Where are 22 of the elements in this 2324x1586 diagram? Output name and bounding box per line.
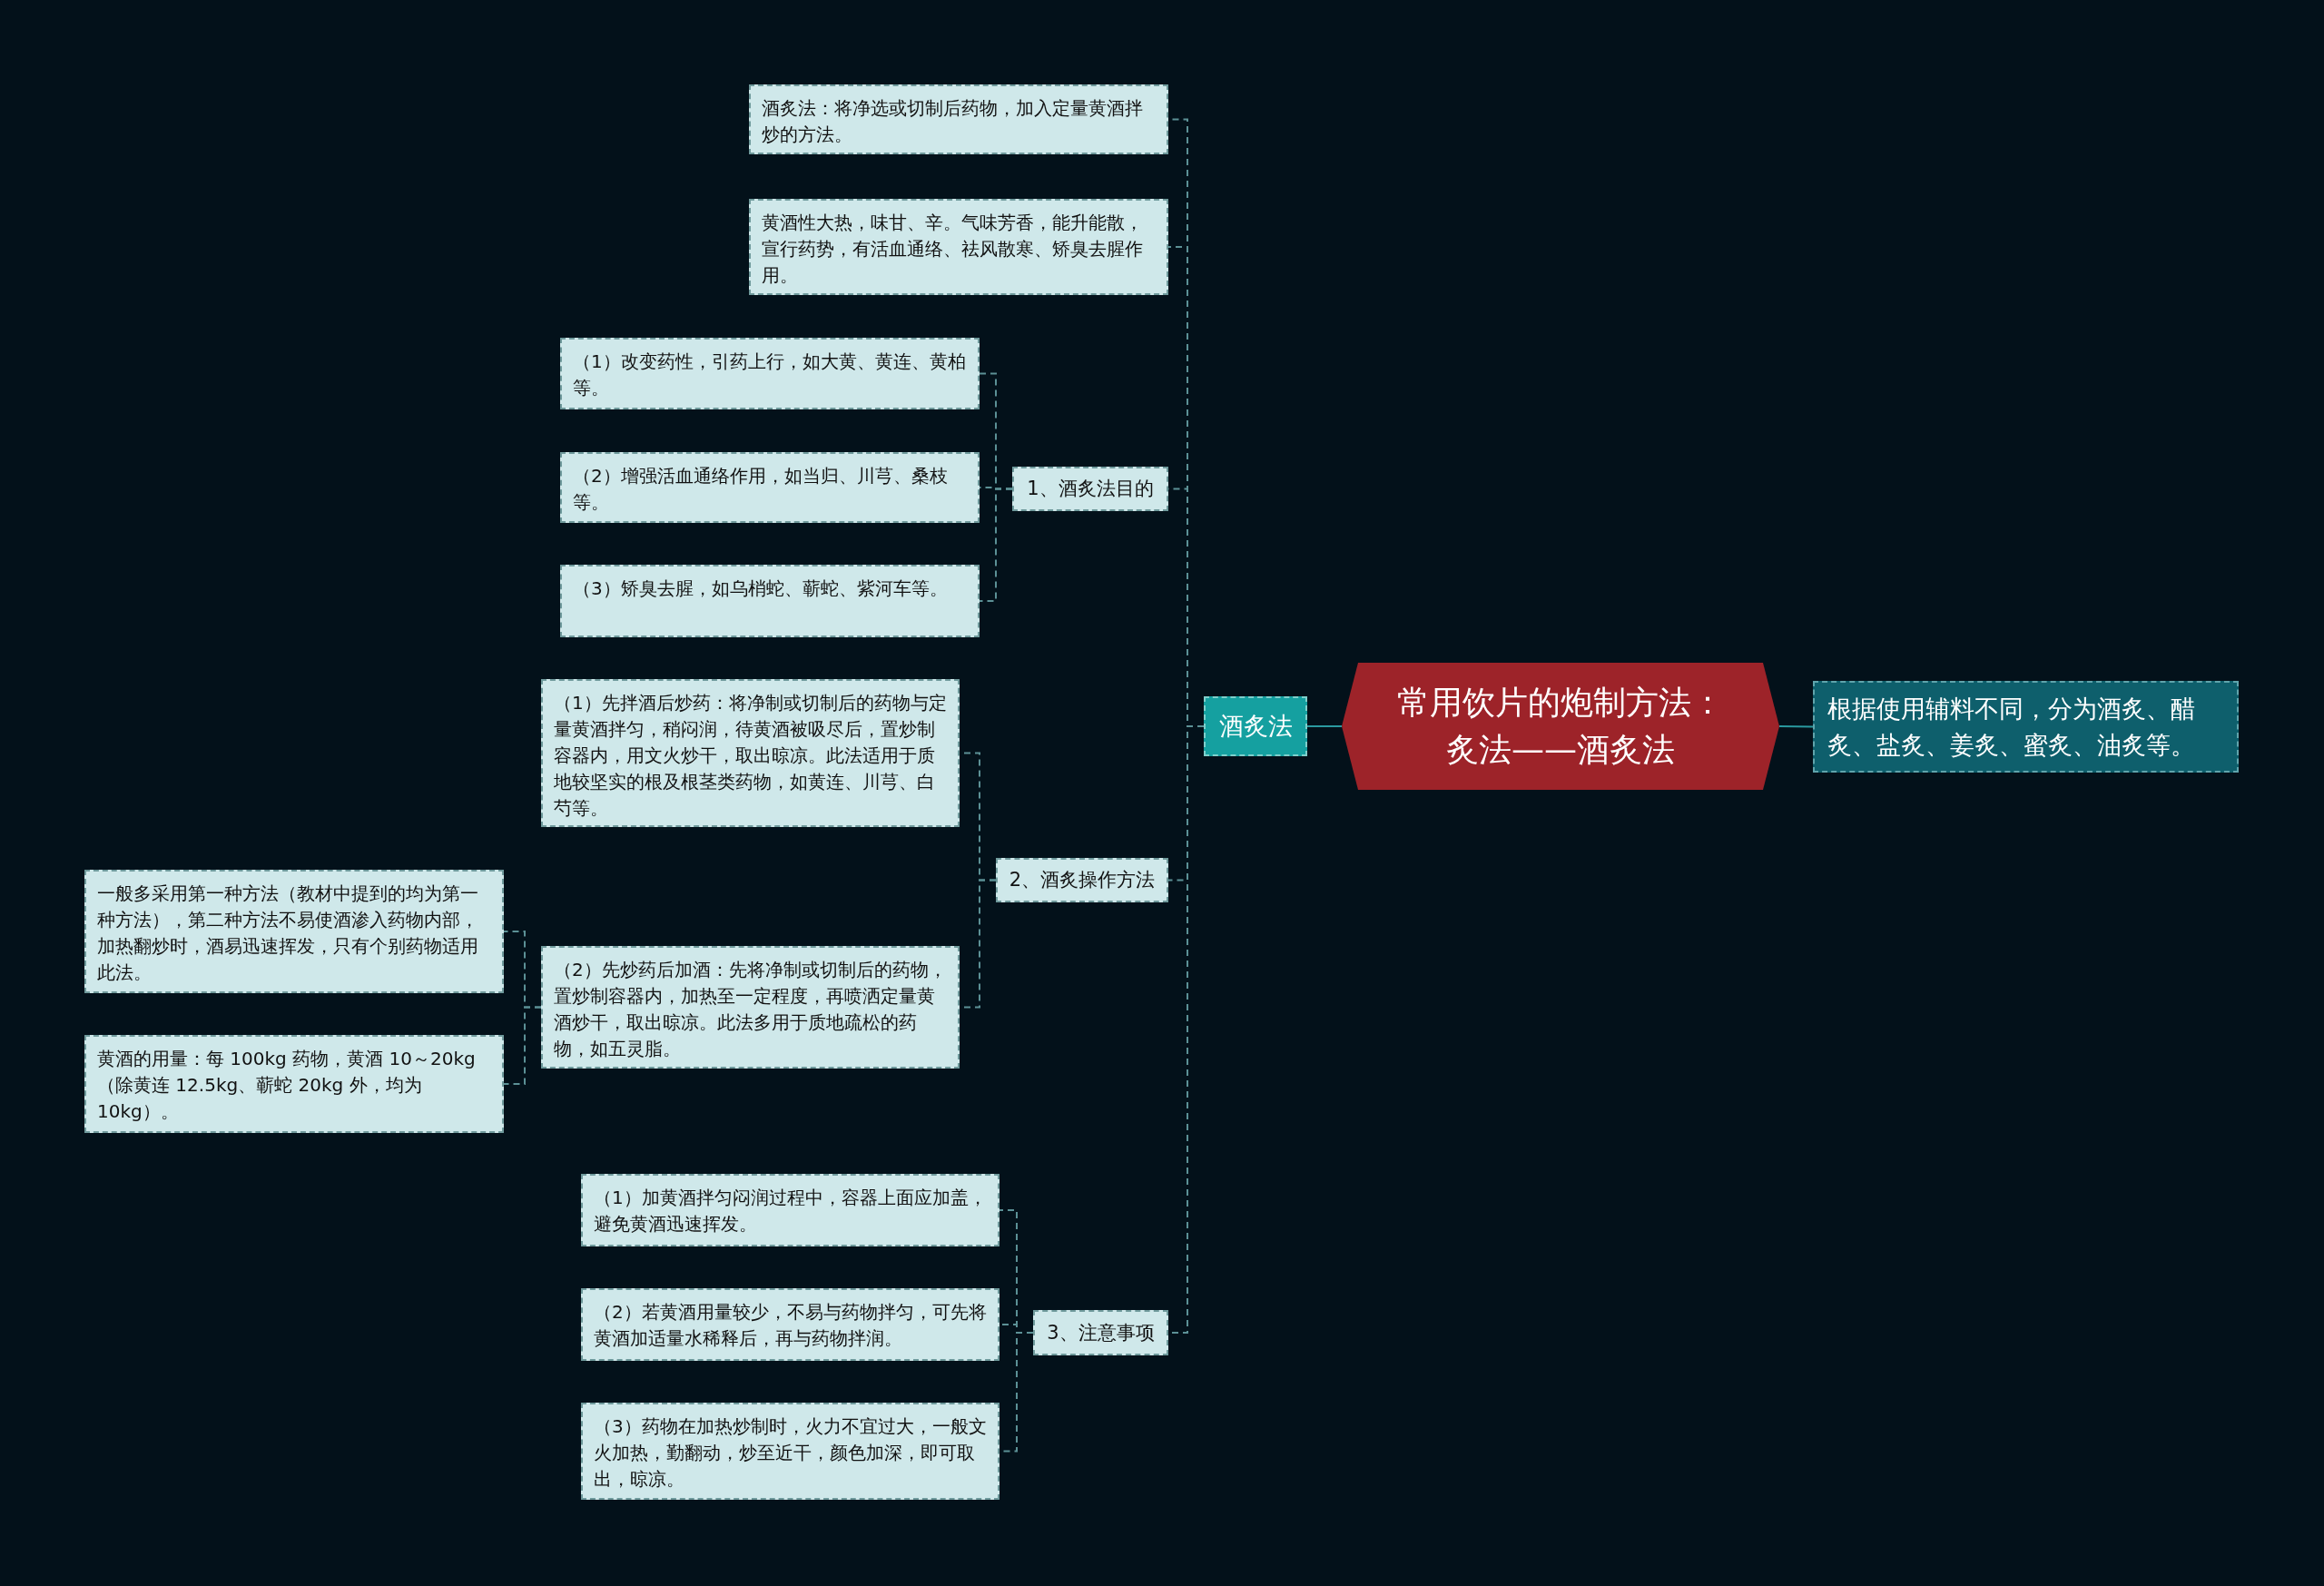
text-box: （1）改变药性，引药上行，如大黄、黄连、黄柏等。 [560,338,980,409]
subtopic-box: 3、注意事项 [1033,1310,1168,1355]
connector [979,488,1013,602]
connector [503,1006,542,1085]
text-box: （1）加黄酒拌匀闷润过程中，容器上面应加盖，避免黄酒迅速挥发。 [581,1174,1000,1246]
text-box: 黄酒的用量：每 100kg 药物，黄酒 10～20kg（除黄连 12.5kg、蕲蛇 20kg 外，均为 10kg）。 [84,1035,504,1133]
text-box: 黄酒性大热，味甘、辛。气味芳香，能升能散，宣行药势，有活血通络、祛风散寒、矫臭去腥作用。 [749,199,1168,295]
connector [1306,725,1343,727]
subtopic-box: 2、酒炙操作方法 [996,858,1168,902]
connector [1778,725,1814,728]
branch-box: 酒炙法 [1204,696,1307,756]
text-box: （3）矫臭去腥，如乌梢蛇、蕲蛇、紫河车等。 [560,565,980,637]
topic-hexagon: 常用饮片的炮制方法：炙法——酒炙法 [1342,663,1779,790]
note-box: 根据使用辅料不同，分为酒炙、醋炙、盐炙、姜炙、蜜炙、油炙等。 [1813,681,2239,773]
text-box: （2）先炒药后加酒：先将净制或切制后的药物，置炒制容器内，加热至一定程度，再喷洒定量黄酒炒干，取出晾凉。此法多用于质地疏松的药物，如五灵脂。 [541,946,960,1069]
text-box: （1）先拌酒后炒药：将净制或切制后的药物与定量黄酒拌匀，稍闷润，待黄酒被吸尽后，置炒制容器内，用文火炒干，取出晾凉。此法适用于质地较坚实的根及根茎类药物，如黄连、川芎、白芍等。 [541,679,960,827]
text-box: 一般多采用第一种方法（教材中提到的均为第一种方法），第二种方法不易使酒渗入药物内部，加热翻炒时，酒易迅速挥发，只有个别药物适用此法。 [84,870,504,993]
text-box: （2）增强活血通络作用，如当归、川芎、桑枝等。 [560,452,980,523]
text-box: （3）药物在加热炒制时，火力不宜过大，一般文火加热，勤翻动，炒至近干，颜色加深，即可取出，晾凉。 [581,1403,1000,1500]
text-box: （2）若黄酒用量较少，不易与药物拌匀，可先将黄酒加适量水稀释后，再与药物拌润。 [581,1288,1000,1361]
subtopic-box: 1、酒炙法目的 [1012,467,1168,511]
text-box: 酒炙法：将净选或切制后药物，加入定量黄酒拌炒的方法。 [749,84,1168,154]
